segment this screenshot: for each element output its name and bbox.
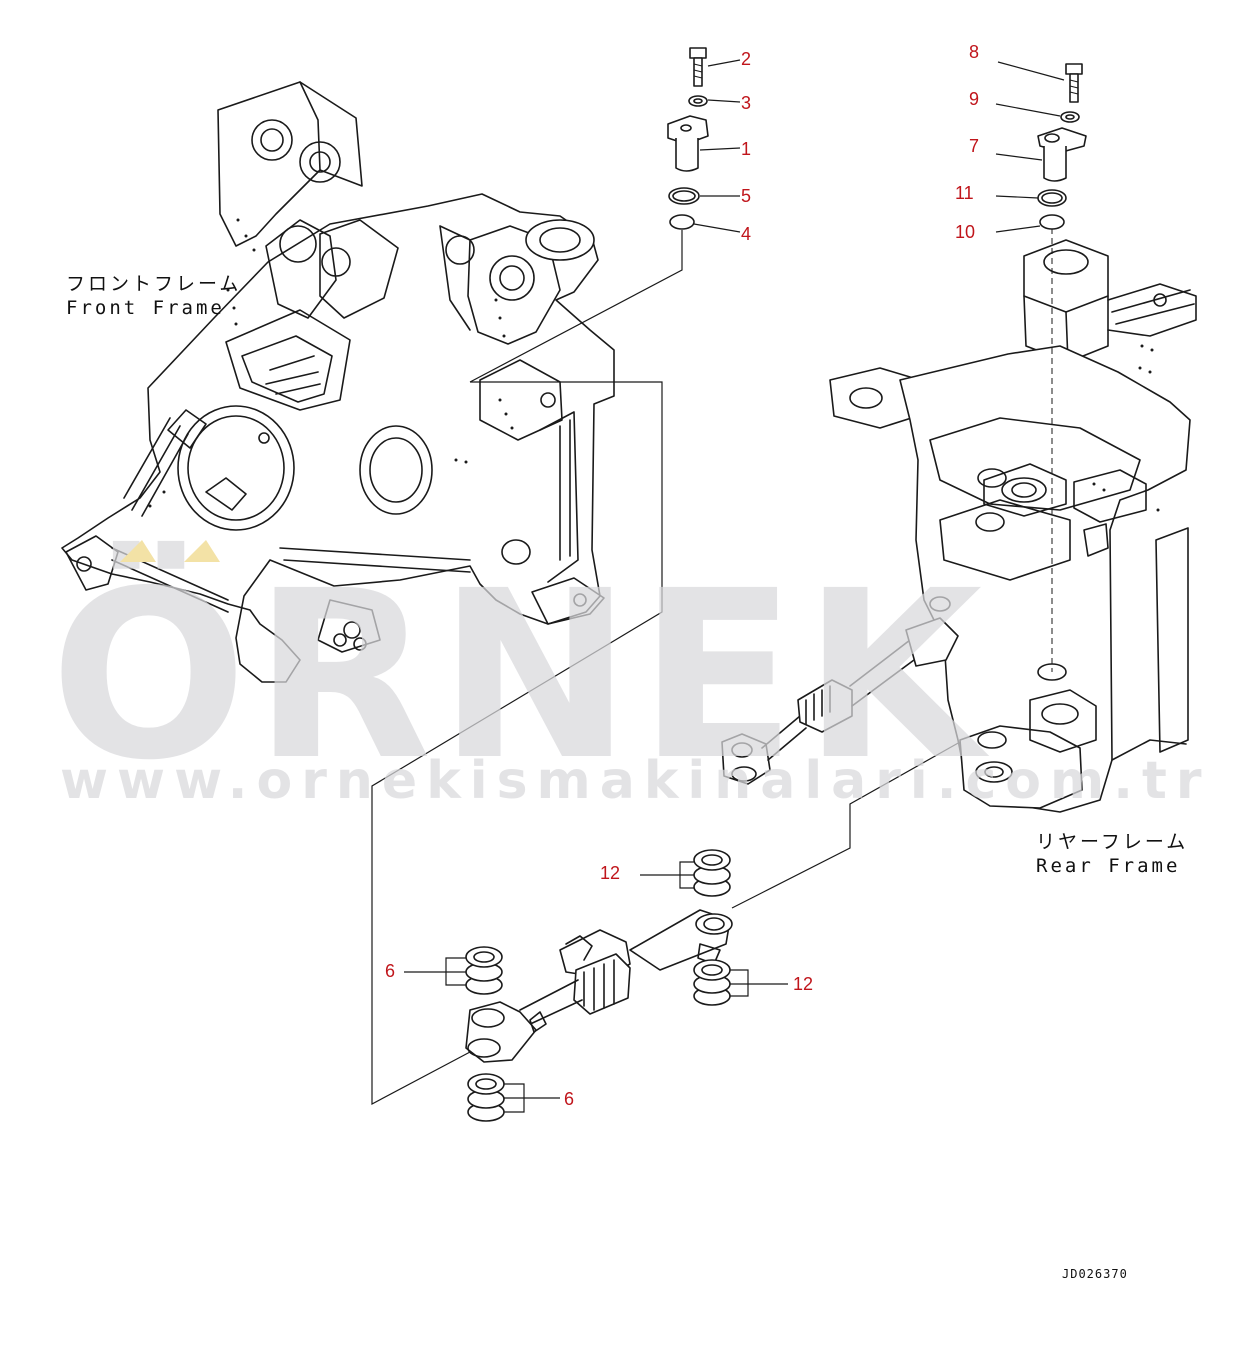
watermark-brand: ÖRNEK	[50, 541, 989, 811]
pin-assembly-rear	[995, 61, 1087, 233]
pin-assembly-front	[667, 47, 741, 233]
bearing-stack-6-upper	[404, 946, 503, 995]
rear-frame	[829, 228, 1197, 813]
front-frame-label: フロントフレーム Front Frame	[66, 272, 241, 320]
callout-1[interactable]: 1	[741, 139, 752, 159]
bearing-stack-12-lower	[693, 959, 788, 1006]
callout-6-lower[interactable]: 6	[564, 1089, 575, 1109]
callout-6-upper[interactable]: 6	[385, 961, 396, 981]
rear-frame-label-jp: リヤーフレーム	[1036, 831, 1189, 853]
callout-3[interactable]: 3	[741, 93, 752, 113]
callout-10[interactable]: 10	[955, 222, 976, 242]
callout-9[interactable]: 9	[969, 89, 980, 109]
callout-12-lower[interactable]: 12	[793, 974, 814, 994]
callout-7[interactable]: 7	[969, 136, 980, 156]
front-frame-label-en: Front Frame	[66, 297, 225, 319]
callout-2[interactable]: 2	[741, 49, 752, 69]
callout-5[interactable]: 5	[741, 186, 752, 206]
watermark-accent-mark	[120, 540, 220, 562]
callout-4[interactable]: 4	[741, 224, 752, 244]
watermark-url: www.ornekismakinalari.com.tr	[60, 751, 1211, 811]
front-frame-label-jp: フロントフレーム	[66, 273, 242, 295]
callout-12-upper[interactable]: 12	[600, 863, 621, 883]
bearing-stack-6-lower	[467, 1073, 560, 1122]
bearing-stack-12-upper	[640, 849, 731, 897]
callout-8[interactable]: 8	[969, 42, 980, 62]
drive-shaft-assembled	[721, 596, 959, 785]
assembly-guide-lines	[371, 230, 961, 1105]
drawing-id: JD026370	[1062, 1267, 1128, 1281]
rear-frame-label: リヤーフレーム Rear Frame	[1036, 830, 1188, 878]
drive-shaft-exploded	[465, 909, 733, 1063]
rear-frame-label-en: Rear Frame	[1036, 855, 1181, 877]
callout-11[interactable]: 11	[955, 183, 974, 203]
